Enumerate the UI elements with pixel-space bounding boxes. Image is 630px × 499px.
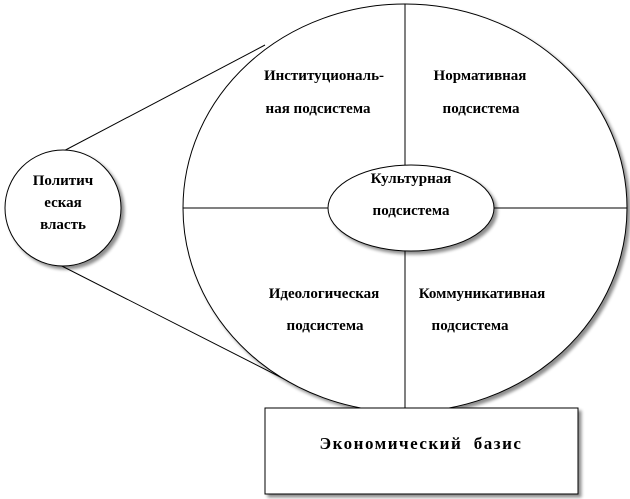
base-box — [264, 407, 579, 495]
quadrant-top-right-line-2: подсистема — [443, 101, 520, 117]
quadrant-top-left-line-2: ная подсистема — [266, 101, 371, 117]
quadrant-bottom-left-line-1: Идеологическая — [269, 286, 380, 302]
connector-line-bottom — [51, 260, 293, 384]
small-circle-line-2: еская — [44, 195, 82, 211]
quadrant-top-left-line-1: Институциональ- — [264, 68, 384, 84]
center-line-2: подсистема — [373, 203, 450, 219]
center-line-1: Культурная — [371, 171, 452, 187]
small-circle — [4, 149, 122, 267]
connector-line-top — [55, 44, 266, 156]
base-box-label: Экономический базис — [320, 434, 523, 453]
quadrant-top-right-line-1: Нормативная — [434, 68, 527, 84]
quadrant-bottom-right-line-1: Коммуникативная — [419, 286, 545, 302]
small-circle-line-3: власть — [40, 217, 86, 233]
small-circle-line-1: Политич — [33, 173, 94, 189]
center-ellipse — [327, 164, 495, 252]
quadrant-bottom-right-line-2: подсистема — [432, 318, 509, 334]
quadrant-bottom-left-line-2: подсистема — [287, 318, 364, 334]
